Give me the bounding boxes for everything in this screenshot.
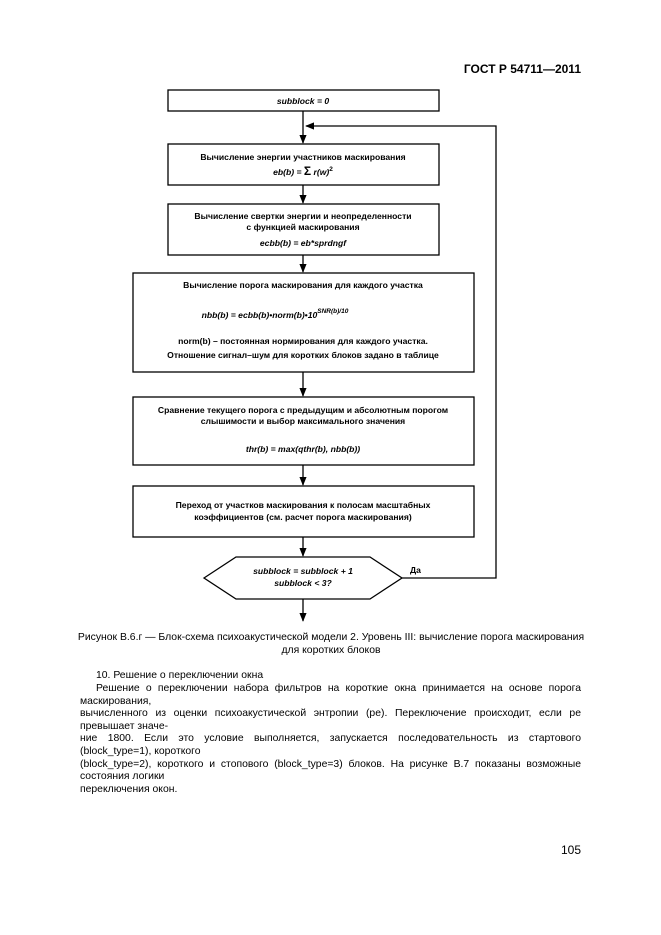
threshold-note2: Отношение сигнал–шум для коротких блоков…	[167, 350, 439, 360]
caption-line2: для коротких блоков	[281, 644, 381, 656]
energy-formula: eb(b) = Σ r(w)2	[273, 164, 333, 178]
threshold-exponent: SNR(b)/10	[317, 308, 348, 315]
compare-line2: слышимости и выбор максимального значени…	[201, 416, 405, 426]
convert-line2: коэффициентов (см. расчет порога маскиро…	[194, 512, 412, 522]
paragraph-line: вычисленного из оценки психоакустической…	[80, 708, 581, 732]
energy-formula-post: r(w)	[311, 167, 329, 177]
flowchart: subblock = 0 Вычисление энергии участник…	[132, 89, 497, 622]
sum-symbol: Σ	[304, 164, 311, 178]
init-text: subblock = 0	[277, 96, 330, 106]
compare-formula: thr(b) = max(qthr(b), nbb(b))	[246, 444, 360, 454]
body-paragraph: Решение о переключении набора фильтров н…	[80, 683, 581, 796]
decision-line2: subblock < 3?	[274, 578, 332, 588]
compare-line1: Сравнение текущего порога с предыдущим и…	[158, 405, 448, 415]
energy-title: Вычисление энергии участников маскирован…	[200, 152, 405, 162]
paragraph-line: Решение о переключении набора фильтров н…	[80, 683, 581, 707]
threshold-formula: nbb(b) = ecbb(b)•norm(b)•10SNR(b)/10	[202, 308, 349, 320]
threshold-title: Вычисление порога маскирования для каждо…	[183, 280, 423, 290]
paragraph-line: переключения окон.	[80, 783, 178, 795]
energy-formula-pre: eb(b) =	[273, 167, 304, 177]
section-title: 10. Решение о переключении окна	[96, 670, 264, 681]
loop-back-line	[305, 122, 497, 579]
paragraph-line: ние 1800. Если это условие выполняется, …	[80, 733, 581, 757]
threshold-note1: norm(b) – постоянная нормирования для ка…	[178, 336, 428, 346]
decision-line1: subblock = subblock + 1	[253, 566, 353, 576]
standard-header: ГОСТ Р 54711—2011	[463, 62, 581, 76]
spread-line2: с функцией маскирования	[246, 222, 359, 232]
energy-exponent: 2	[329, 166, 333, 173]
spread-formula: ecbb(b) = eb*sprdngf	[260, 238, 347, 248]
spread-line1: Вычисление свертки энергии и неопределен…	[194, 211, 411, 221]
convert-line1: Переход от участков маскирования к полос…	[176, 500, 431, 510]
paragraph-line: (block_type=2), короткого и стопового (b…	[80, 758, 581, 783]
page-number: 105	[560, 843, 581, 857]
yes-label: Да	[410, 565, 421, 575]
threshold-formula-main: nbb(b) = ecbb(b)•norm(b)•10	[202, 310, 318, 320]
figure-caption: Рисунок B.6.г — Блок-схема психоакустиче…	[66, 632, 596, 657]
caption-line1: Рисунок B.6.г — Блок-схема психоакустиче…	[77, 632, 585, 643]
